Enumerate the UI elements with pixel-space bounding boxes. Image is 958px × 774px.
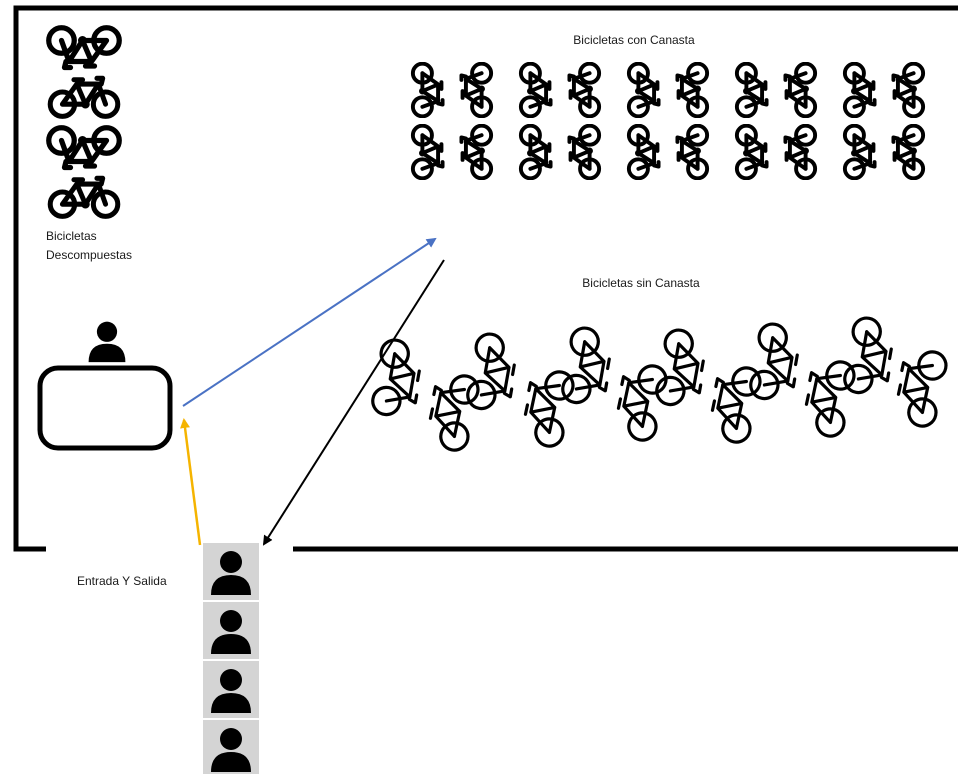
bike-group	[629, 64, 707, 179]
queue-person	[203, 661, 259, 718]
bicycle-icon	[737, 126, 767, 179]
bike-group	[845, 64, 923, 179]
bicycle-icon	[845, 126, 875, 179]
bicycle-icon	[737, 64, 767, 117]
bicycle-icon	[50, 178, 118, 216]
bicycle-icon	[785, 64, 815, 117]
bicycle-icon	[461, 64, 491, 117]
bicycle-icon	[893, 126, 923, 179]
person-icon	[88, 321, 126, 363]
bikes-without-basket-area	[368, 314, 951, 455]
bicycle-icon	[50, 78, 118, 116]
bicycle-icon	[521, 126, 551, 179]
room-walls	[13, 5, 958, 552]
bicycle-icon	[629, 64, 659, 117]
blue-arrow	[182, 237, 437, 407]
bicycle-icon	[785, 126, 815, 179]
bicycle-icon	[677, 126, 707, 179]
broken-bikes-area: Bicicletas Descompuestas	[46, 28, 132, 262]
desk-icon	[37, 365, 173, 451]
bicycle-icon	[413, 64, 443, 117]
bicycle-icon	[677, 64, 707, 117]
yellow-arrow	[180, 418, 202, 546]
bicycle-icon	[889, 344, 951, 431]
bikes-with-basket-label: Bicicletas con Canasta	[573, 33, 695, 47]
bikes-without-basket-label: Bicicletas sin Canasta	[582, 276, 700, 290]
bicycle-icon	[368, 336, 428, 422]
bicycle-icon	[49, 128, 120, 168]
bike-group	[413, 64, 491, 179]
bicycle-icon	[893, 64, 923, 117]
bicycle-icon	[569, 64, 599, 117]
bikes-with-basket-area	[413, 64, 923, 179]
queue-person	[203, 720, 259, 774]
queue-person	[203, 602, 259, 659]
bike-group	[521, 64, 599, 179]
bicycle-icon	[49, 28, 120, 68]
broken-bikes-label-line2: Descompuestas	[46, 248, 132, 262]
entrance-label: Entrada Y Salida	[77, 574, 167, 588]
bicycle-icon	[569, 126, 599, 179]
queue-person	[203, 543, 259, 600]
people-queue	[203, 543, 259, 774]
bicycle-icon	[629, 126, 659, 179]
black-arrow	[262, 259, 445, 546]
flow-arrows	[180, 237, 445, 546]
bike-group	[737, 64, 815, 179]
bicycle-icon	[461, 126, 491, 179]
reception-desk	[37, 321, 173, 451]
bicycle-icon	[421, 368, 483, 455]
bicycle-icon	[521, 64, 551, 117]
broken-bikes-label: Bicicletas	[46, 229, 97, 243]
bicycle-icon	[845, 64, 875, 117]
bicycle-icon	[413, 126, 443, 179]
